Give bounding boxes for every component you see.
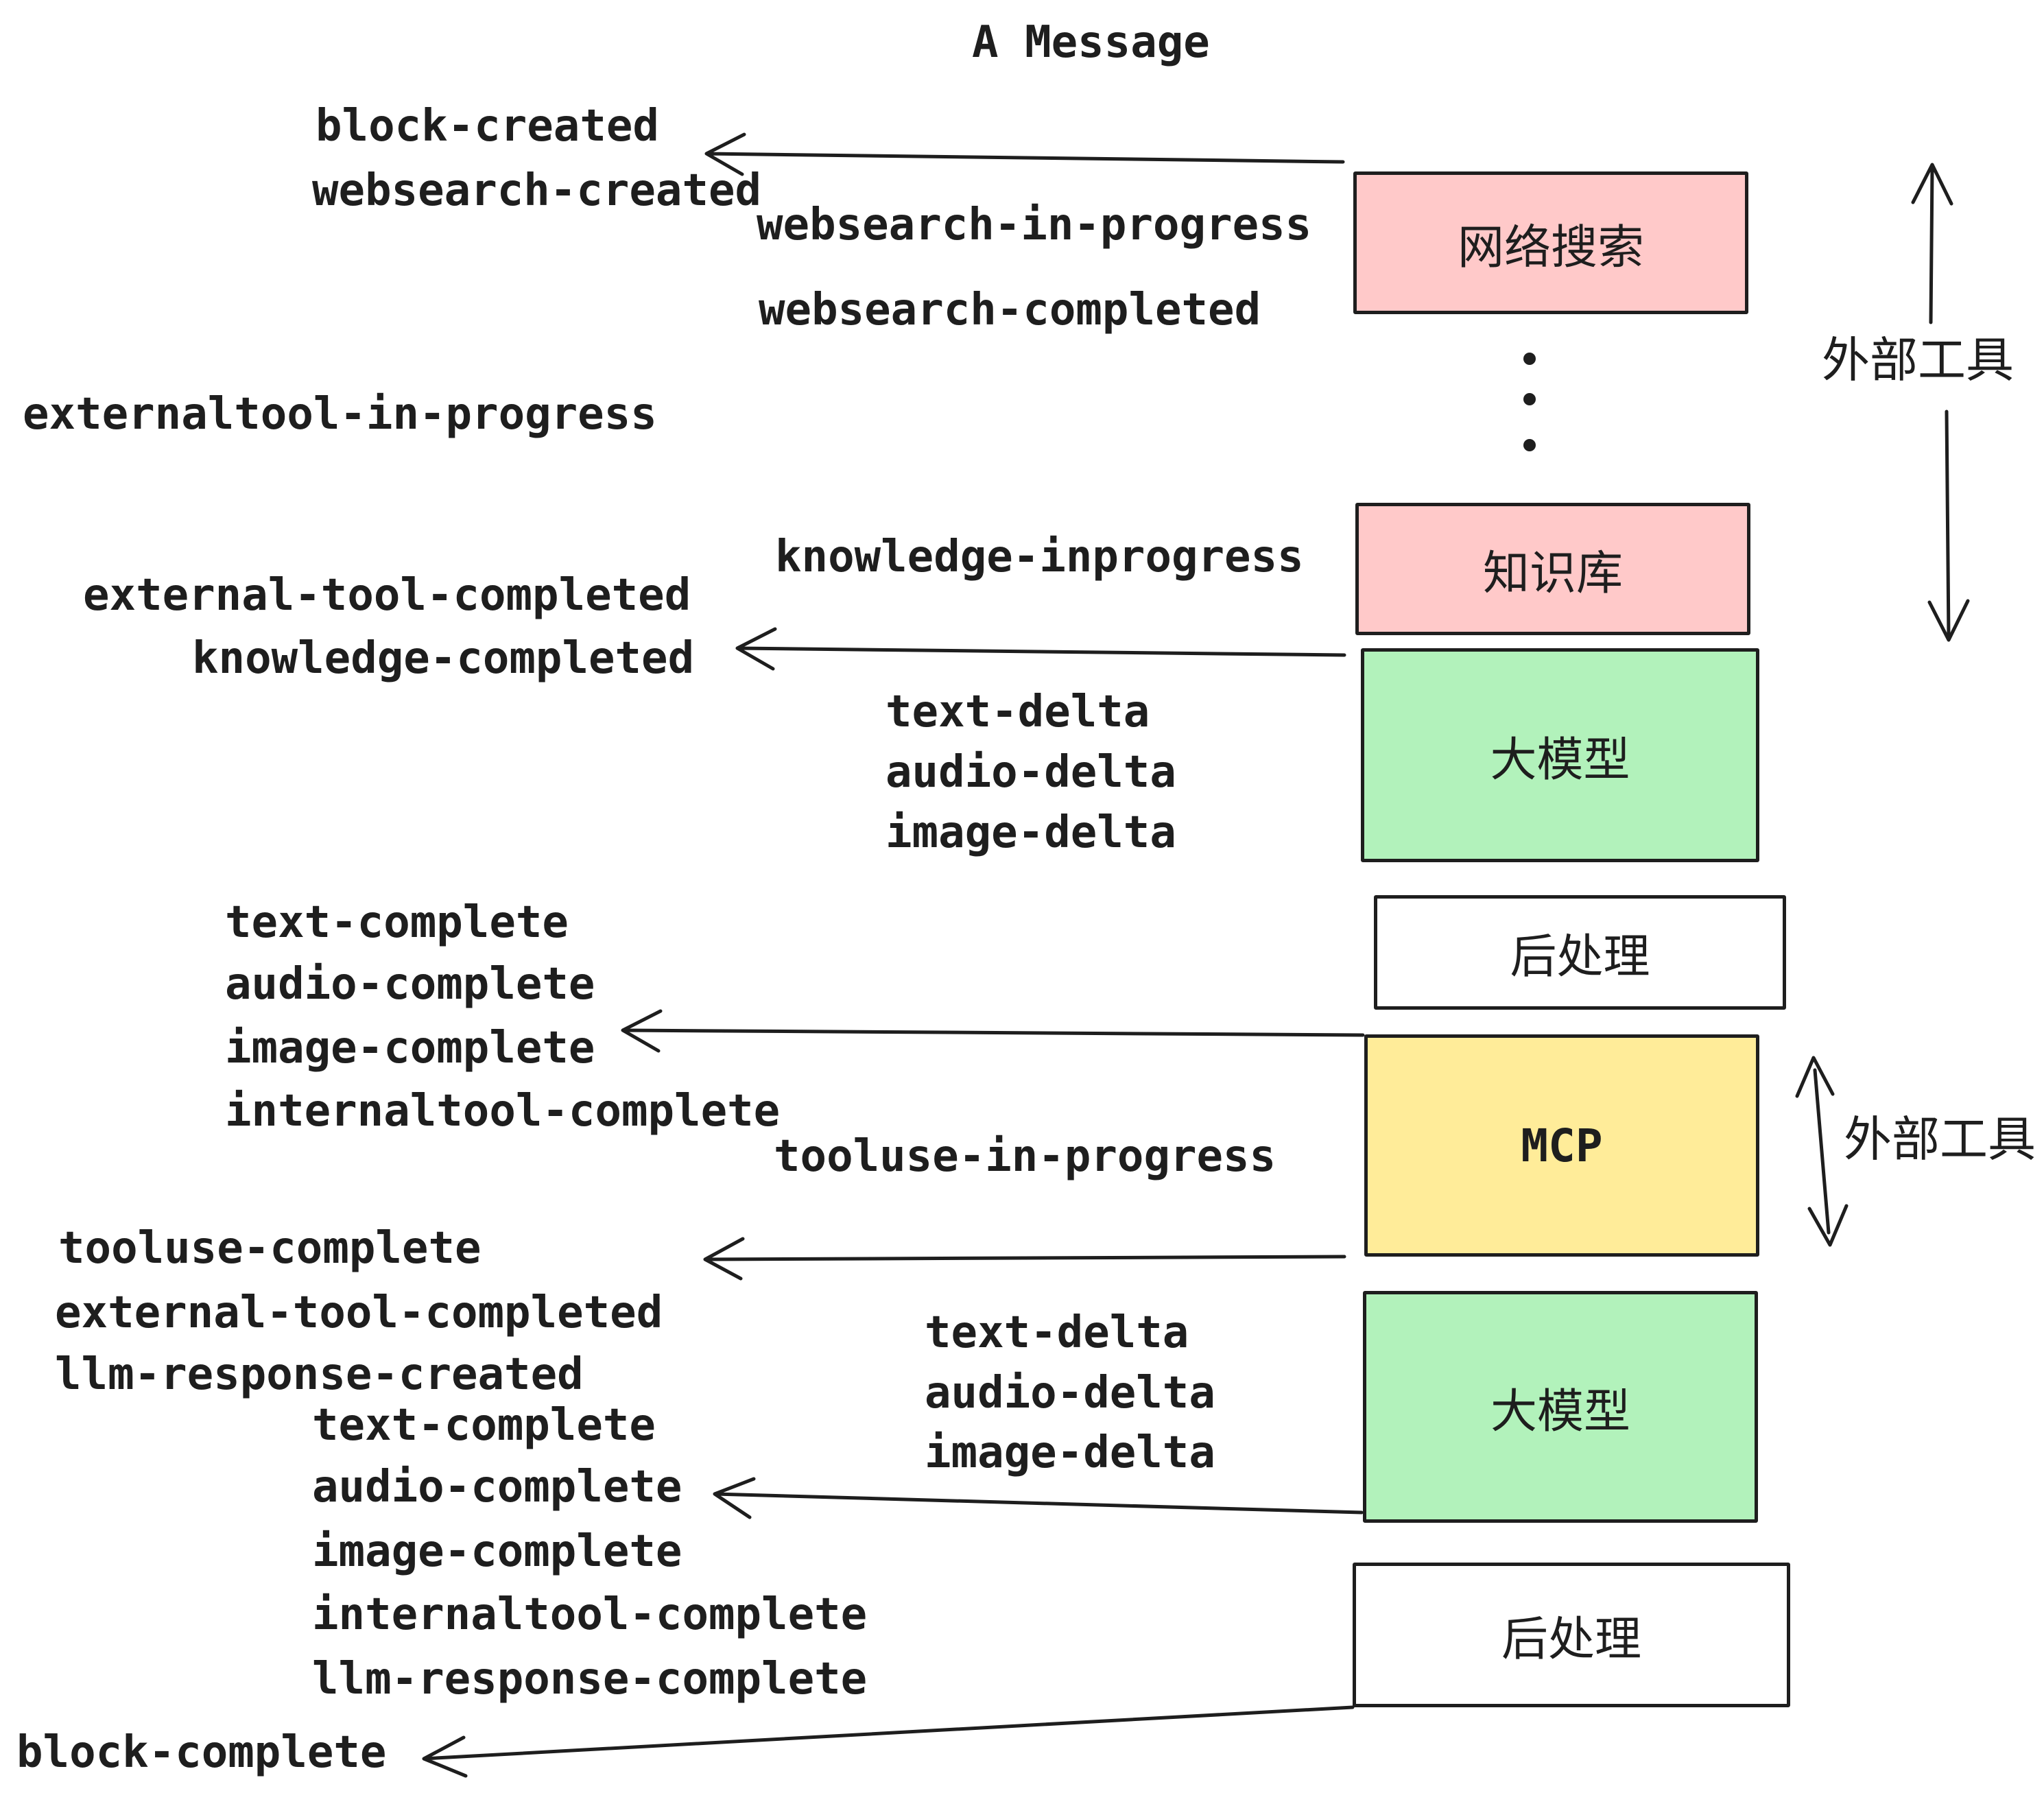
event-image-complete-1: image-complete xyxy=(225,1023,595,1073)
box-mcp: MCP xyxy=(1364,1034,1759,1257)
box-websearch-label: 网络搜索 xyxy=(1457,220,1644,275)
box-postprocess-2: 后处理 xyxy=(1353,1563,1790,1707)
event-audio-delta-2: audio-delta xyxy=(925,1368,1215,1419)
box-postprocess-1: 后处理 xyxy=(1374,895,1786,1010)
arrow-tooluse-complete xyxy=(703,1237,1346,1281)
event-text-delta-2: text-delta xyxy=(925,1307,1189,1358)
box-websearch: 网络搜索 xyxy=(1353,171,1748,314)
box-mcp-label: MCP xyxy=(1521,1119,1603,1172)
external-tools-label-1: 外部工具 xyxy=(1822,332,2014,388)
event-knowledge-inprogress: knowledge-inprogress xyxy=(775,532,1304,582)
event-audio-delta-1: audio-delta xyxy=(886,747,1176,798)
event-image-delta-1: image-delta xyxy=(886,807,1176,858)
double-arrow-external-tools-1-bottom xyxy=(1927,410,1970,642)
box-knowledge-label: 知识库 xyxy=(1482,547,1623,601)
event-text-delta-1: text-delta xyxy=(886,687,1150,737)
double-arrow-external-tools-2 xyxy=(1795,1056,1849,1247)
arrow-internal-complete xyxy=(621,1009,1365,1053)
event-llm-response-complete: llm-response-complete xyxy=(312,1654,868,1705)
event-websearch-completed: websearch-completed xyxy=(759,285,1261,335)
arrow-llm-complete xyxy=(713,1477,1364,1519)
external-tools-label-2: 外部工具 xyxy=(1844,1111,2036,1167)
event-knowledge-completed: knowledge-completed xyxy=(192,633,695,684)
box-llm-1: 大模型 xyxy=(1361,648,1759,862)
box-postprocess-2-label: 后处理 xyxy=(1501,1613,1641,1667)
event-externaltool-in-progress: externaltool-in-progress xyxy=(23,389,657,440)
event-websearch-in-progress: websearch-in-progress xyxy=(757,200,1312,250)
event-text-complete-1: text-complete xyxy=(225,897,569,948)
event-external-tool-completed-1: external-tool-completed xyxy=(83,570,691,621)
arrow-knowledge-completed xyxy=(735,627,1346,671)
event-image-delta-2: image-delta xyxy=(925,1427,1215,1478)
box-llm-2: 大模型 xyxy=(1363,1291,1758,1523)
arrow-websearch-created xyxy=(704,132,1345,176)
ellipsis-dot xyxy=(1523,439,1536,451)
event-image-complete-2: image-complete xyxy=(312,1526,682,1577)
box-postprocess-1-label: 后处理 xyxy=(1510,930,1650,984)
ellipsis-dot xyxy=(1523,393,1536,405)
box-llm-2-label: 大模型 xyxy=(1490,1384,1630,1439)
double-arrow-external-tools-1-top xyxy=(1911,163,1953,324)
ellipsis-dot xyxy=(1523,353,1536,365)
event-text-complete-2: text-complete xyxy=(312,1400,656,1451)
event-external-tool-completed-2: external-tool-completed xyxy=(55,1287,663,1338)
event-llm-response-created: llm-response-created xyxy=(55,1349,584,1400)
event-block-complete: block-complete xyxy=(16,1727,387,1778)
event-tooluse-in-progress: tooluse-in-progress xyxy=(774,1131,1276,1182)
event-websearch-created: websearch-created xyxy=(312,165,762,216)
event-tooluse-complete: tooluse-complete xyxy=(58,1223,482,1274)
event-audio-complete-2: audio-complete xyxy=(312,1462,682,1512)
box-llm-1-label: 大模型 xyxy=(1490,733,1630,787)
event-internaltool-complete-2: internaltool-complete xyxy=(312,1589,868,1640)
event-internaltool-complete-1: internaltool-complete xyxy=(225,1086,781,1137)
event-audio-complete-1: audio-complete xyxy=(225,959,595,1010)
diagram-title: A Message xyxy=(972,17,1210,68)
arrow-block-complete xyxy=(422,1705,1355,1778)
box-knowledge: 知识库 xyxy=(1355,503,1750,635)
event-block-created: block-created xyxy=(316,101,659,152)
